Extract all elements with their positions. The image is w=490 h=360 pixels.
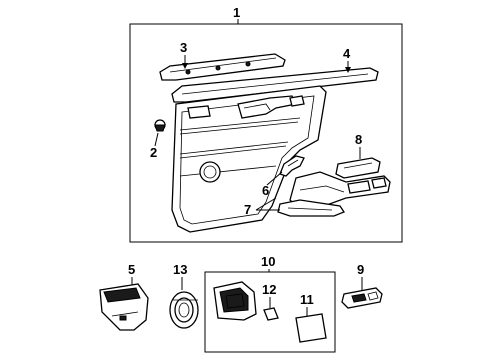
armrest-lower [277,199,345,217]
upper-trim-strip [171,67,379,103]
callout-9: 9 [357,262,364,277]
switch-bezel [335,157,381,179]
callout-10: 10 [261,254,275,269]
callout-2: 2 [150,145,157,160]
speaker-grille [169,291,199,329]
part-11-plate [295,313,327,343]
part-10-box [204,271,336,353]
callout-3: 3 [180,40,187,55]
callout-6: 6 [262,183,269,198]
armrest-pull-handle [289,171,391,209]
callout-4: 4 [343,46,351,61]
callout-13: 13 [173,262,187,277]
callout-5: 5 [128,262,135,277]
handle-bezel [213,281,257,321]
upper-garnish-strip [159,53,286,81]
callout-11: 11 [300,292,314,307]
part-12-clip [263,307,279,321]
callout-1: 1 [233,5,240,20]
callout-7: 7 [244,202,251,217]
trim-clip [154,119,166,132]
door-trim-panel [171,85,327,233]
part-9-switch-panel [341,287,383,309]
callout-12: 12 [262,282,276,297]
part-5-pocket [99,283,149,331]
callout-8: 8 [355,132,362,147]
assembly-box [129,23,403,243]
inside-handle [279,155,305,177]
